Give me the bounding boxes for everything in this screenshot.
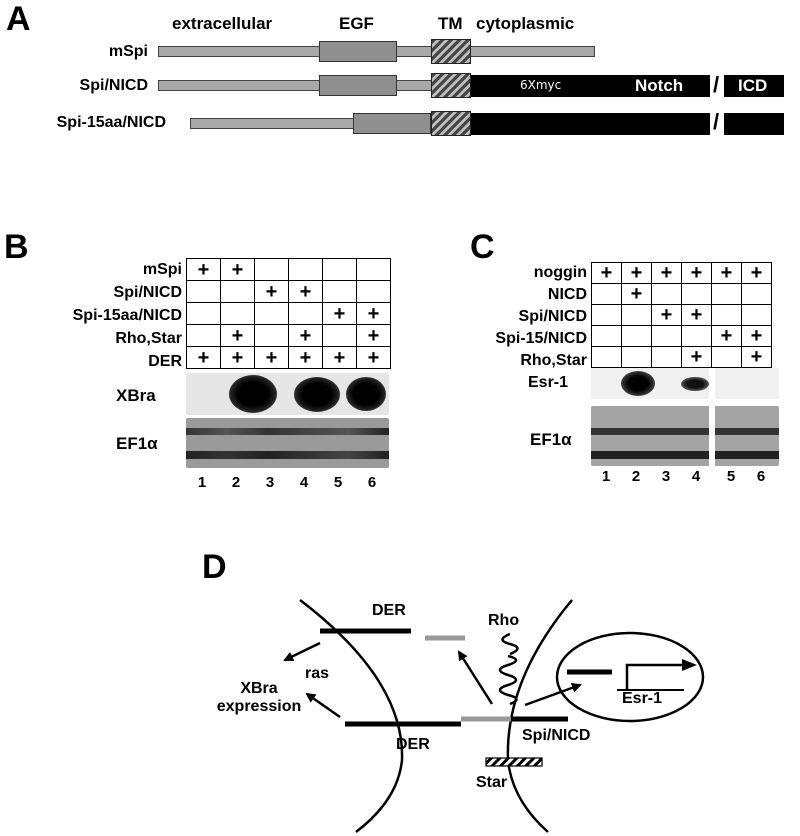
nucleus bbox=[555, 631, 705, 723]
panel-c-letter: C bbox=[470, 228, 495, 266]
header-egf: EGF bbox=[339, 14, 374, 33]
lane-number: 1 bbox=[197, 474, 207, 491]
notch-label: Notch bbox=[635, 76, 684, 95]
left-cell-membrane bbox=[299, 599, 404, 833]
xbra-blot-image bbox=[186, 373, 389, 415]
panel-a-letter: A bbox=[6, 0, 31, 38]
header-extracellular: extracellular bbox=[172, 14, 273, 33]
slash-mark: / bbox=[713, 72, 720, 97]
label-spi-nicd: Spi/NICD bbox=[522, 727, 591, 744]
construct-label-spi-nicd: Spi/NICD bbox=[79, 77, 148, 94]
label-expression: expression bbox=[216, 698, 302, 715]
row-label-mspi: mSpi bbox=[142, 261, 182, 278]
arrow-cleavage bbox=[457, 650, 494, 705]
row-label-rho-star: Rho,Star bbox=[115, 330, 182, 347]
lane-number: 4 bbox=[691, 468, 701, 485]
row-label-spi-nicd: Spi/NICD bbox=[113, 284, 182, 301]
lane-number: 3 bbox=[661, 468, 671, 485]
row-label-spi-nicd-c: Spi/NICD bbox=[518, 308, 587, 325]
grid-cell: + bbox=[254, 346, 289, 369]
grid-cell: + bbox=[220, 346, 255, 369]
lane-number: 1 bbox=[601, 468, 611, 485]
right-cell-membrane bbox=[506, 599, 573, 833]
row-label-der: DER bbox=[148, 353, 182, 370]
panel-c-row-labels: noggin NICD Spi/NICD Spi-15/NICD Rho,Sta… bbox=[480, 262, 587, 372]
header-tm: TM bbox=[438, 14, 463, 33]
ef1a-blot-image-c bbox=[591, 406, 779, 466]
myc-tag-label: 6Xmyc bbox=[520, 78, 562, 92]
construct-label-mspi: mSpi bbox=[108, 43, 148, 60]
esr1-blot-image bbox=[591, 368, 779, 399]
star-bar bbox=[485, 757, 543, 767]
grid-cell: + bbox=[356, 346, 391, 369]
row-label-nicd: NICD bbox=[547, 286, 587, 303]
label-esr1-gene: Esr-1 bbox=[622, 690, 663, 707]
grid-cell: + bbox=[741, 346, 772, 368]
lane-number: 5 bbox=[333, 474, 343, 491]
transcription-arrowhead bbox=[682, 659, 697, 671]
lane-number: 6 bbox=[367, 474, 377, 491]
label-ras: ras bbox=[305, 665, 330, 682]
arrow-ras-to-xbra-lower bbox=[305, 692, 341, 719]
blot-label-esr1: Esr-1 bbox=[528, 374, 569, 391]
rho-coil bbox=[498, 632, 519, 706]
panel-d-letter: D bbox=[202, 548, 227, 586]
lane-number: 5 bbox=[726, 468, 736, 485]
panel-b-treatment-grid: ++ ++ ++ +++ ++++++ bbox=[186, 258, 391, 369]
construct-label-spi-15aa-nicd: Spi-15aa/NICD bbox=[56, 114, 166, 131]
row-label-spi-15aa-nicd: Spi-15aa/NICD bbox=[72, 307, 182, 324]
blot-label-ef1a-c: EF1α bbox=[530, 430, 572, 449]
blot-label-ef1a-b: EF1α bbox=[116, 434, 158, 453]
label-der-bottom: DER bbox=[396, 736, 430, 753]
ef1a-blot-image-b bbox=[186, 418, 389, 468]
label-xbra: XBra bbox=[240, 680, 278, 697]
header-cytoplasmic: cytoplasmic bbox=[476, 14, 575, 33]
label-star: Star bbox=[476, 774, 508, 791]
arrow-to-nucleus bbox=[524, 683, 582, 707]
label-xbra-expression: XBra expression bbox=[213, 680, 305, 716]
grid-cell: + bbox=[288, 346, 323, 369]
panel-b-letter: B bbox=[4, 228, 29, 266]
label-der-top: DER bbox=[372, 602, 406, 619]
icd-label: ICD bbox=[738, 76, 768, 95]
arrow-ras-to-xbra-upper bbox=[283, 641, 321, 662]
lane-number: 3 bbox=[265, 474, 275, 491]
lane-number: 6 bbox=[756, 468, 766, 485]
lane-number: 2 bbox=[631, 468, 641, 485]
panel-b-row-labels: mSpi Spi/NICD Spi-15aa/NICD Rho,Star DER bbox=[0, 258, 182, 373]
slash-mark-2: / bbox=[713, 109, 720, 134]
row-label-rho-star-c: Rho,Star bbox=[520, 352, 587, 369]
panel-c-treatment-grid: ++++++ + ++ ++ ++ bbox=[591, 262, 772, 368]
row-label-noggin: noggin bbox=[533, 264, 587, 281]
row-label-spi-15-nicd: Spi-15/NICD bbox=[495, 330, 587, 347]
lane-number: 2 bbox=[231, 474, 241, 491]
lane-number: 4 bbox=[299, 474, 309, 491]
blot-label-xbra: XBra bbox=[116, 386, 156, 405]
transcription-arrow bbox=[625, 663, 682, 690]
label-rho: Rho bbox=[488, 612, 520, 629]
